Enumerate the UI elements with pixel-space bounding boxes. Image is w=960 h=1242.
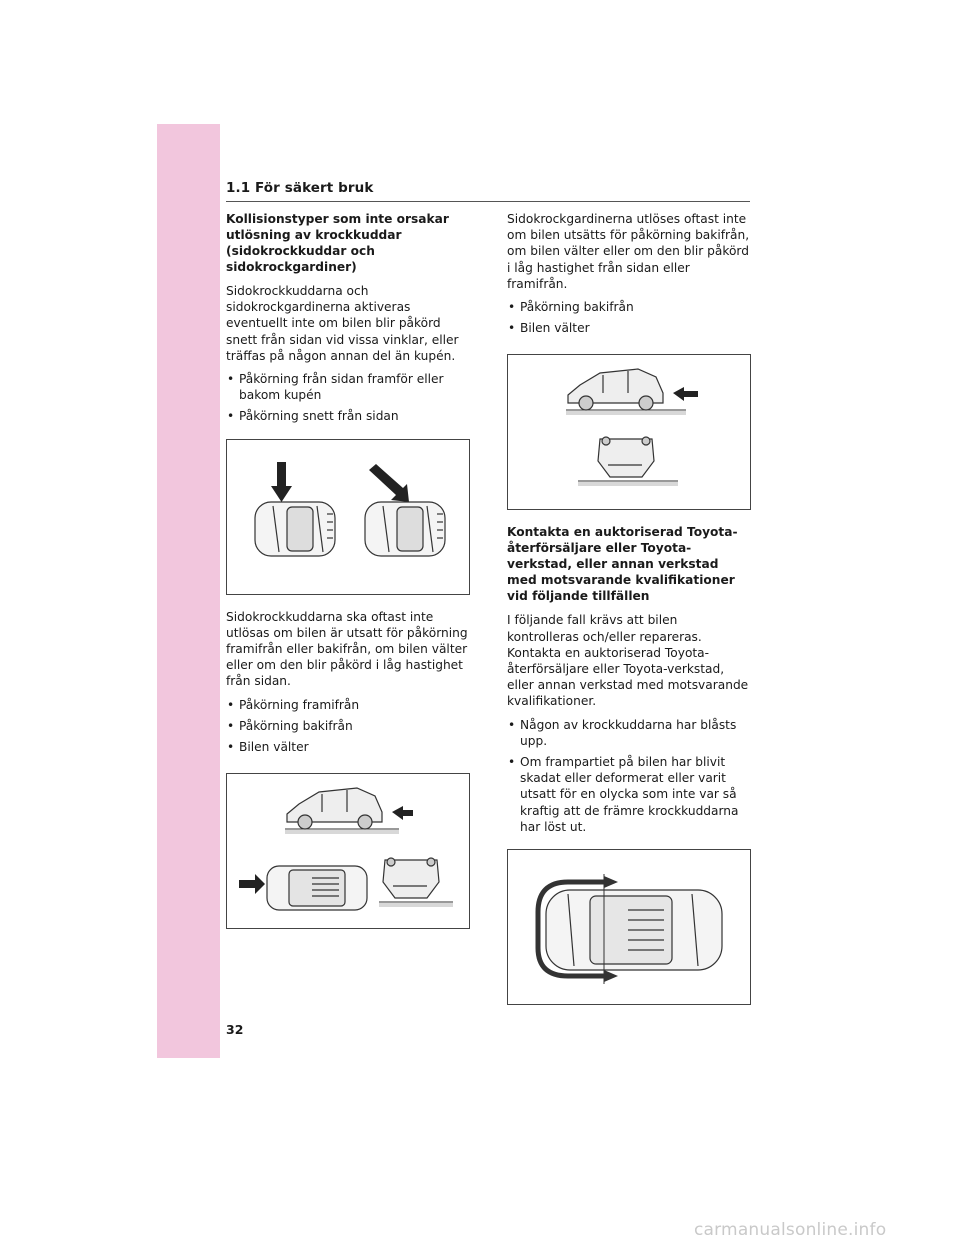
car-top-view-icon	[364, 501, 446, 557]
right-column: Sidokrockgardinerna utlöses oftast inte …	[507, 211, 751, 1019]
list-item: Påkörning snett från sidan	[226, 408, 470, 424]
car-top-view-icon	[266, 865, 368, 911]
list-item: Påkörning framifrån	[226, 697, 470, 713]
list-item: Påkörning bakifrån	[507, 299, 750, 315]
header-divider	[226, 201, 750, 202]
arrow-diagonal-icon	[369, 463, 409, 502]
list-item: Påkörning bakifrån	[226, 718, 470, 734]
illustration-front-damage	[507, 849, 751, 1006]
arrow-left-icon	[673, 387, 698, 402]
illustration-side-impact	[226, 438, 470, 595]
curved-arrow-icon	[535, 879, 608, 979]
car-rollover-icon	[382, 857, 440, 899]
section-title: 1.1 För säkert bruk	[226, 180, 374, 196]
left-paragraph-1: Sidokrockkuddarna och sidokrockgardinern…	[226, 284, 459, 363]
right-heading: Kontakta en auktoriserad Toyota-återförs…	[507, 525, 738, 604]
car-side-view-icon	[567, 368, 664, 412]
list-item: Om frampartiet på bilen har blivit skada…	[507, 754, 750, 835]
left-column: Kollisionstyper som inte orsakar utlösni…	[226, 211, 470, 943]
right-paragraph-1: Sidokrockgardinerna utlöses oftast inte …	[507, 212, 750, 291]
left-heading: Kollisionstyper som inte orsakar utlösni…	[226, 212, 449, 274]
illustration-rear-rollover	[507, 354, 751, 511]
watermark: carmanualsonline.info	[694, 1220, 887, 1240]
list-item: Någon av krockkuddarna har blåsts upp.	[507, 717, 750, 749]
arrow-right-icon	[239, 874, 265, 895]
left-bullet-list-2: Påkörning framifrån Påkörning bakifrån B…	[226, 697, 470, 756]
list-item: Bilen välter	[226, 739, 470, 755]
left-paragraph-2: Sidokrockkuddarna ska oftast inte utlösa…	[226, 609, 468, 689]
illustration-front-rear-rollover	[226, 773, 470, 930]
car-side-view-icon	[286, 787, 383, 830]
left-bullet-list-1: Påkörning från sidan framför eller bakom…	[226, 371, 470, 425]
car-rollover-icon	[597, 436, 655, 479]
section-header: 1.1 För säkert bruk	[226, 180, 750, 202]
list-item: Påkörning från sidan framför eller bakom…	[226, 371, 470, 403]
car-top-view-icon	[254, 501, 336, 557]
arrow-left-icon	[392, 806, 413, 821]
arrow-down-icon	[271, 461, 292, 502]
page-number: 32	[226, 1022, 244, 1037]
right-bullet-list-2: Någon av krockkuddarna har blåsts upp. O…	[507, 717, 750, 835]
right-paragraph-2: I följande fall krävs att bilen kontroll…	[507, 613, 749, 709]
list-item: Bilen välter	[507, 320, 750, 336]
right-bullet-list-1: Påkörning bakifrån Bilen välter	[507, 299, 750, 337]
car-top-view-icon	[545, 889, 723, 971]
chapter-tab	[157, 124, 220, 1058]
